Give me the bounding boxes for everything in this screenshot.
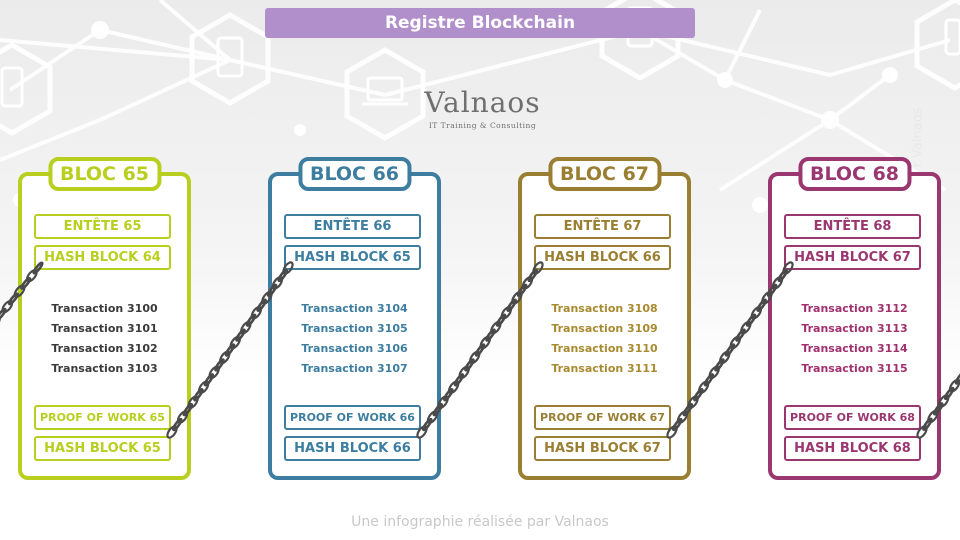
transaction-item: Transaction 3100 [51, 302, 158, 315]
title-banner: Registre Blockchain [265, 8, 695, 38]
proof-of-work-field: PROOF OF WORK 68 [784, 405, 921, 430]
block-header-field: ENTÊTE 65 [34, 214, 171, 239]
block-title: BLOC 65 [47, 157, 162, 191]
transaction-item: Transaction 3111 [551, 362, 658, 375]
block-68: BLOC 68 ENTÊTE 68 HASH BLOCK 67 Transact… [768, 157, 941, 480]
previous-hash-field: HASH BLOCK 64 [34, 245, 171, 270]
transaction-item: Transaction 3113 [801, 322, 908, 335]
transaction-item: Transaction 3114 [801, 342, 908, 355]
block-title: BLOC 68 [797, 157, 912, 191]
previous-hash-field: HASH BLOCK 66 [534, 245, 671, 270]
transaction-item: Transaction 3101 [51, 322, 158, 335]
block-65: BLOC 65 ENTÊTE 65 HASH BLOCK 64 Transact… [18, 157, 191, 480]
transaction-item: Transaction 3104 [301, 302, 408, 315]
logo-tagline: IT Training & Consulting [428, 121, 537, 130]
previous-hash-field: HASH BLOCK 67 [784, 245, 921, 270]
brand-logo: Valnaos IT Training & Consulting [400, 86, 565, 130]
transaction-item: Transaction 3109 [551, 322, 658, 335]
transaction-list: Transaction 3100 Transaction 3101 Transa… [22, 299, 187, 379]
block-title: BLOC 66 [297, 157, 412, 191]
transaction-item: Transaction 3102 [51, 342, 158, 355]
block-header-field: ENTÊTE 68 [784, 214, 921, 239]
transaction-list: Transaction 3104 Transaction 3105 Transa… [272, 299, 437, 379]
transaction-list: Transaction 3108 Transaction 3109 Transa… [522, 299, 687, 379]
block-hash-field: HASH BLOCK 65 [34, 436, 171, 461]
block-hash-field: HASH BLOCK 67 [534, 436, 671, 461]
proof-of-work-field: PROOF OF WORK 66 [284, 405, 421, 430]
transaction-item: Transaction 3110 [551, 342, 658, 355]
transaction-item: Transaction 3107 [301, 362, 408, 375]
block-header-field: ENTÊTE 66 [284, 214, 421, 239]
transaction-item: Transaction 3105 [301, 322, 408, 335]
transaction-list: Transaction 3112 Transaction 3113 Transa… [772, 299, 937, 379]
block-66: BLOC 66 ENTÊTE 66 HASH BLOCK 65 Transact… [268, 157, 441, 480]
block-title: BLOC 67 [547, 157, 662, 191]
footer-credit: Une infographie réalisée par Valnaos [351, 514, 609, 530]
transaction-item: Transaction 3108 [551, 302, 658, 315]
side-watermark: r Valnaos [910, 107, 926, 168]
proof-of-work-field: PROOF OF WORK 67 [534, 405, 671, 430]
logo-name: Valnaos [424, 86, 541, 119]
block-67: BLOC 67 ENTÊTE 67 HASH BLOCK 66 Transact… [518, 157, 691, 480]
transaction-item: Transaction 3115 [801, 362, 908, 375]
block-header-field: ENTÊTE 67 [534, 214, 671, 239]
transaction-item: Transaction 3112 [801, 302, 908, 315]
page-title: Registre Blockchain [384, 13, 576, 33]
previous-hash-field: HASH BLOCK 65 [284, 245, 421, 270]
transaction-item: Transaction 3103 [51, 362, 158, 375]
proof-of-work-field: PROOF OF WORK 65 [34, 405, 171, 430]
block-hash-field: HASH BLOCK 66 [284, 436, 421, 461]
transaction-item: Transaction 3106 [301, 342, 408, 355]
block-hash-field: HASH BLOCK 68 [784, 436, 921, 461]
